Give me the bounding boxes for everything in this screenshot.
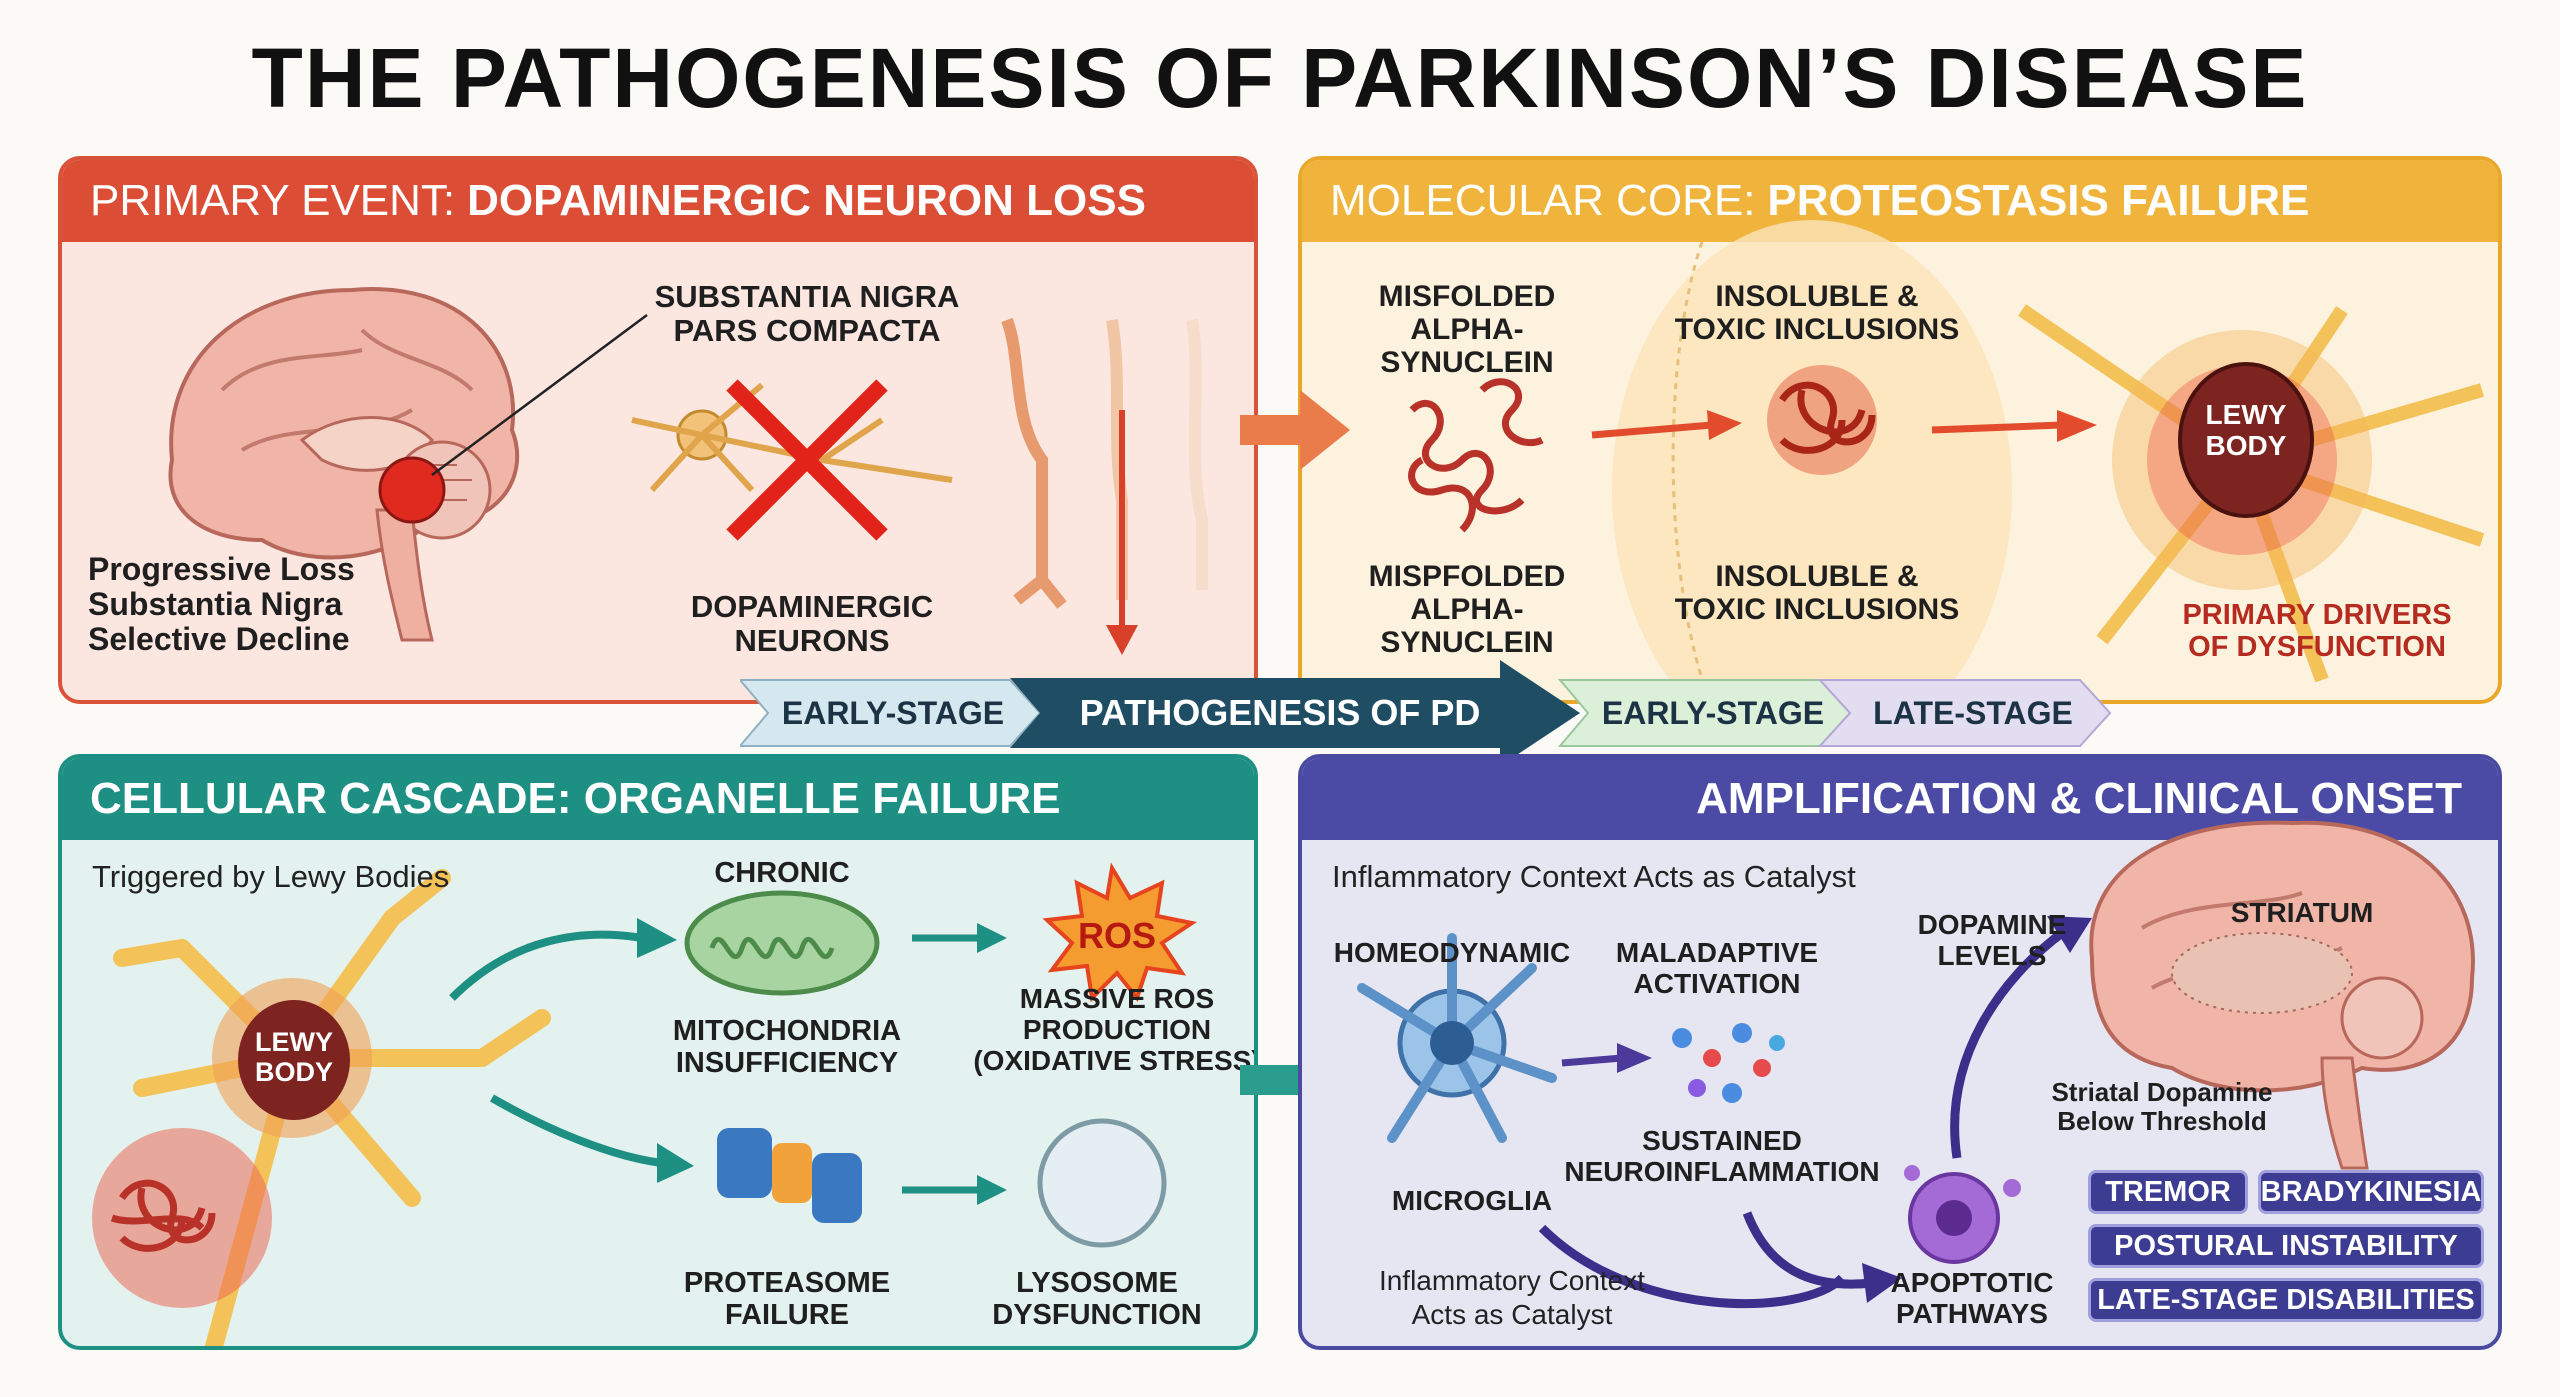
lysosome-label: LYSOSOME DYSFUNCTION (992, 1267, 1202, 1331)
arrow-to-inclusions-icon (1591, 410, 1742, 440)
insoluble-bottom-label: INSOLUBLE & TOXIC INCLUSIONS (1674, 560, 1960, 626)
arrow-to-lewy-icon (1931, 410, 2097, 442)
header-bold: DOPAMINERGIC NEURON LOSS (467, 176, 1146, 225)
dopamine-levels-label: DOPAMINE LEVELS (1917, 909, 2067, 971)
panel-primary-event-header: PRIMARY EVENT: DOPAMINERGIC NEURON LOSS (62, 160, 1254, 242)
symptom-postural-instability: POSTURAL INSTABILITY (2088, 1224, 2484, 1268)
lewy-body-label: LEWY BODY (2205, 399, 2287, 461)
apoptotic-cell-icon (1904, 1165, 2021, 1264)
context-top-text: Inflammatory Context Acts as Catalyst (1332, 859, 1856, 894)
misfolded-bottom-label: MISPFOLDED ALPHA-SYNUCLEIN (1368, 560, 1566, 659)
maladaptive-label: MALADAPTIVE ACTIVATION (1615, 937, 1819, 999)
striatum-label: STRIATUM (2230, 897, 2374, 928)
panel-amplification-header: AMPLIFICATION & CLINICAL ONSET (1302, 758, 2498, 840)
insoluble-top-label: INSOLUBLE & TOXIC INCLUSIONS (1674, 280, 1960, 346)
sn-pointer-line (431, 313, 648, 477)
misfolded-protein-icon (1408, 378, 1544, 533)
molecular-core-illustration (1408, 220, 2485, 700)
arrow-to-dopamine-icon (1950, 916, 2092, 1159)
arrow-to-ros-icon (912, 923, 1007, 953)
ros-badge: ROS (1077, 915, 1156, 956)
band-late-stage (1817, 679, 2112, 747)
striatum-brain-icon (2089, 820, 2475, 1170)
lewy-body-icon (2178, 362, 2314, 518)
progressive-loss-text: Progressive Loss Substantia Nigra Select… (88, 551, 355, 658)
panel-molecular-core-header: MOLECULAR CORE: PROTEOSTASIS FAILURE (1302, 160, 2498, 242)
microglia-icon (1357, 933, 1557, 1143)
late-stage-label: LATE-STAGE (1873, 694, 2073, 731)
mitochondria-icon (684, 890, 880, 996)
symptom-bradykinesia: BRADYKINESIA (2258, 1170, 2484, 1214)
arrow-to-mito-icon (449, 918, 677, 1001)
sustained-neuroinflammation-label: SUSTAINED NEUROINFLAMMATION (1564, 1125, 1880, 1187)
substantia-nigra-marker (378, 456, 446, 524)
panel-cellular-cascade-header: CELLULAR CASCADE: ORGANELLE FAILURE (62, 758, 1254, 840)
mitochondria-label: MITOCHONDRIA INSUFFICIENCY (672, 1015, 902, 1079)
arrow-to-proteasome-icon (490, 1094, 694, 1183)
amplification-illustration (1357, 820, 2475, 1309)
striatal-threshold-label: Striatal Dopamine Below Threshold (2051, 1077, 2273, 1136)
early-stage-1-label: EARLY-STAGE (781, 694, 1005, 731)
ros-burst-icon (1042, 862, 1198, 1003)
cross-mark-icon (726, 379, 888, 541)
symptom-tremor: TREMOR (2088, 1170, 2248, 1214)
primary-drivers-label: PRIMARY DRIVERS OF DYSFUNCTION (2182, 599, 2452, 663)
panel-molecular-core: MOLECULAR CORE: PROTEOSTASIS FAILURE MIS… (1298, 156, 2502, 704)
panel-amplification: AMPLIFICATION & CLINICAL ONSET (1298, 754, 2502, 1350)
arrow-to-activation-icon (1561, 1043, 1652, 1073)
degenerating-axons-icon (1001, 317, 1208, 609)
band-early-stage-1 (740, 679, 1042, 747)
context-bottom-text: Inflammatory Context Acts as Catalyst (1378, 1265, 1646, 1330)
apoptotic-pathways-label: APOPTOTIC PATHWAYS (1890, 1267, 2054, 1329)
homeodynamic-label: HOMEODYNAMIC (1333, 937, 1571, 968)
decline-arrow-icon (1106, 410, 1138, 655)
page-title: THE PATHOGENESIS OF PARKINSON’S DISEASE (251, 31, 2309, 125)
cellular-cascade-illustration (92, 862, 1198, 1346)
header-prefix: MOLECULAR CORE: (1330, 176, 1756, 225)
toxic-inclusion-icon (1767, 365, 1877, 475)
panel1-to-panel2-arrow (1240, 390, 1350, 470)
trigger-text: Triggered by Lewy Bodies (92, 859, 450, 894)
neuron-icon (631, 382, 953, 493)
microglia-label: MICROGLIA (1391, 1185, 1553, 1216)
cytokine-particles-icon (1672, 1023, 1785, 1103)
header-prefix: PRIMARY EVENT: (90, 176, 456, 225)
panel-primary-event: PRIMARY EVENT: DOPAMINERGIC NEURON LOSS (58, 156, 1258, 704)
early-stage-2-label: EARLY-STAGE (1601, 694, 1825, 731)
header-bold: PROTEOSTASIS FAILURE (1767, 176, 2310, 225)
chronic-label: CHRONIC (714, 857, 850, 889)
proteasome-label: PROTEASOME FAILURE (683, 1267, 891, 1331)
symptom-late-stage-disabilities: LATE-STAGE DISABILITIES (2088, 1278, 2484, 1322)
primary-event-illustration (168, 287, 1208, 655)
pathogenesis-label: PATHOGENESIS OF PD (1079, 692, 1481, 733)
pathogenesis-band (740, 660, 2112, 766)
ros-label: MASSIVE ROS PRODUCTION (OXIDATIVE STRESS… (973, 983, 1258, 1076)
band-center-arrow (1010, 660, 1580, 766)
panel-cellular-cascade: CELLULAR CASCADE: ORGANELLE FAILURE (58, 754, 1258, 1350)
misfolded-top-label: MISFOLDED ALPHA-SYNUCLEIN (1378, 280, 1556, 379)
protein-aggregate-icon (110, 1179, 216, 1252)
arrow-to-lysosome-icon (902, 1175, 1007, 1205)
dopaminergic-neurons-label: DOPAMINERGIC NEURONS (690, 589, 934, 659)
lewy-body-icon (238, 1000, 350, 1120)
proteasome-icon (717, 1128, 862, 1223)
sn-label: SUBSTANTIA NIGRA PARS COMPACTA (654, 279, 960, 349)
lewy-body-label: LEWY BODY (254, 1027, 333, 1087)
lysosome-icon (1037, 1118, 1167, 1248)
arrow-to-apoptotic-icon (1538, 1211, 1902, 1309)
